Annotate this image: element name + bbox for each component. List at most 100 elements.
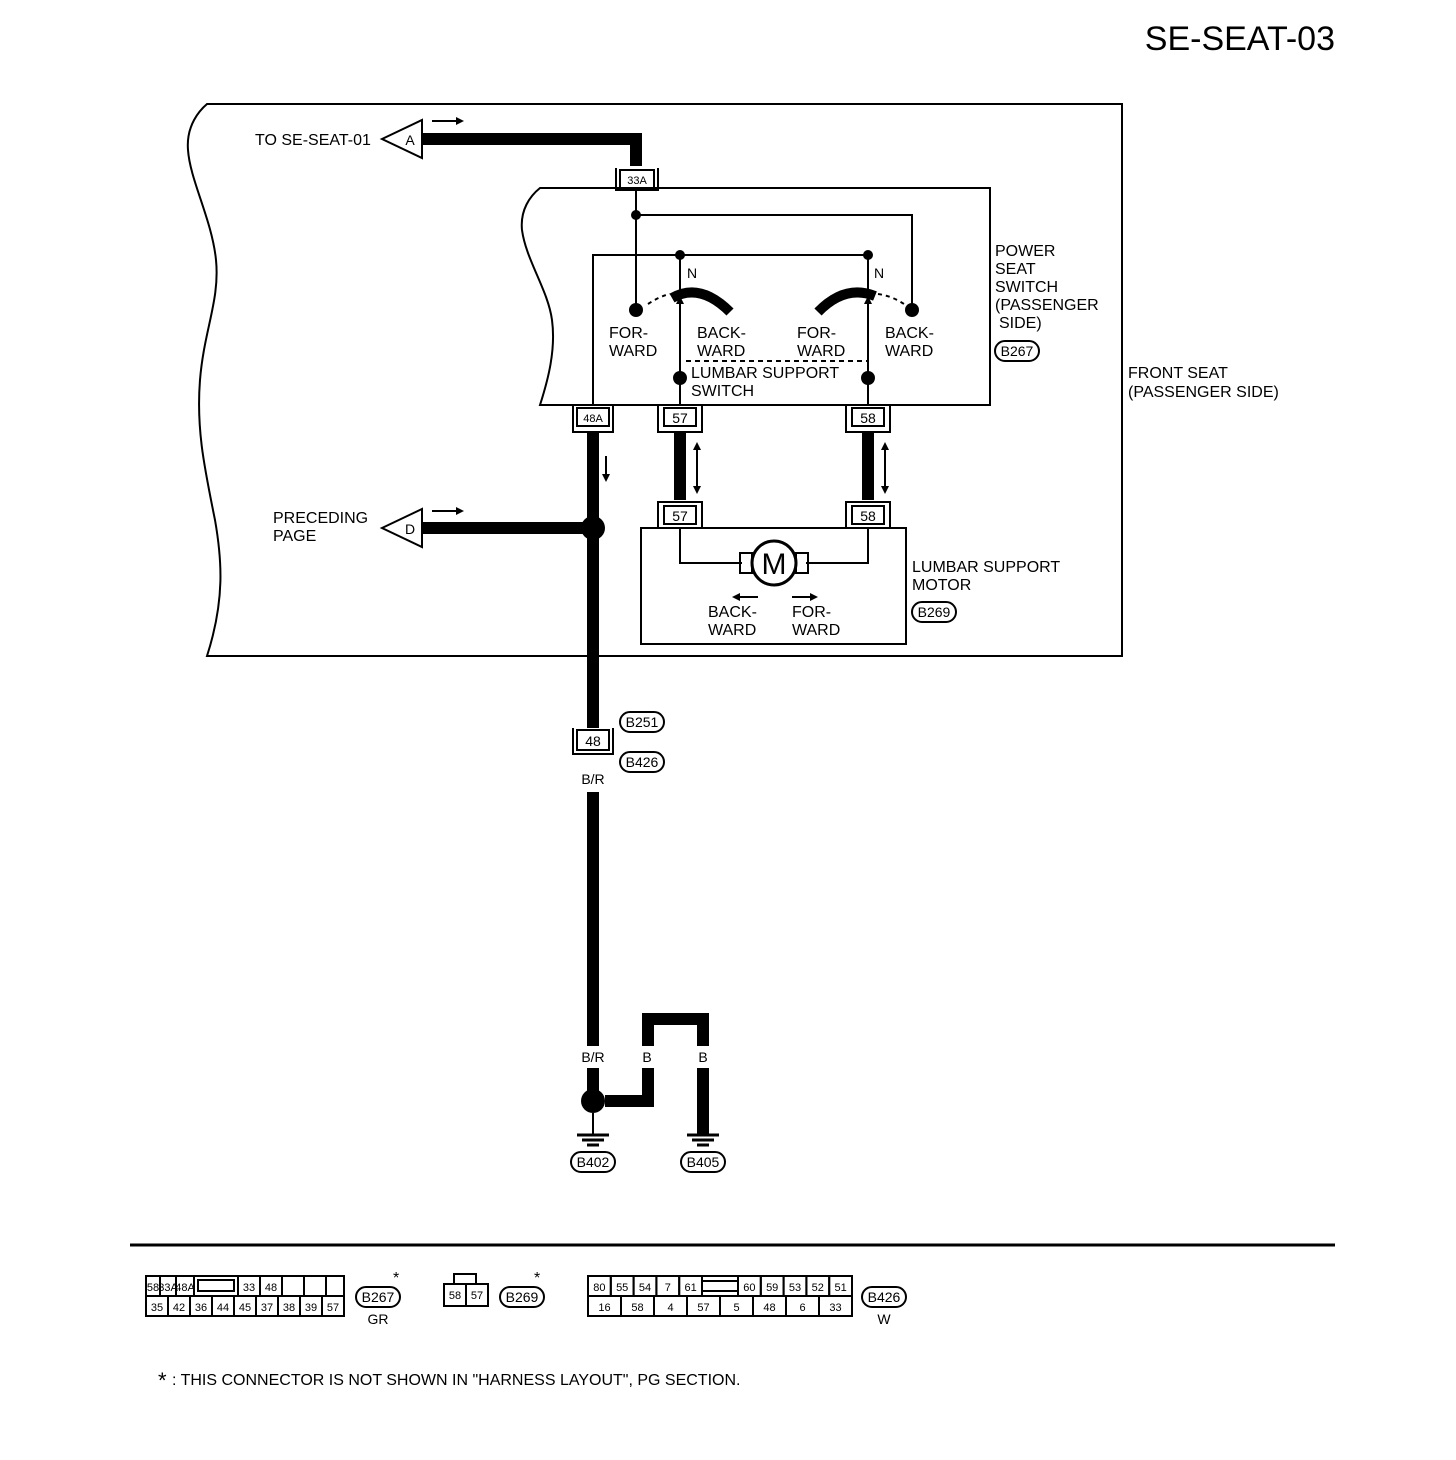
- b267-pin-bottom-0: 35: [151, 1302, 163, 1314]
- offpage-d-symbol: [379, 507, 423, 549]
- b269-pin-58: 58: [449, 1290, 461, 1302]
- to-seat01-label: TO SE-SEAT-01: [255, 132, 371, 149]
- b426-pin-bottom-4: 5: [733, 1302, 739, 1314]
- motor-terminal-57-bracket: [657, 501, 703, 528]
- motor-forward-2: WARD: [792, 622, 840, 639]
- lumbar-switch-label-2: SWITCH: [691, 383, 754, 400]
- switch-connector-badge: [994, 340, 1040, 362]
- b426-pin-bottom-5: 48: [763, 1302, 775, 1314]
- terminal-57-box: [663, 407, 697, 427]
- page-title: SE-SEAT-03: [1145, 20, 1335, 58]
- front-seat-enclosure: [186, 103, 1123, 657]
- terminal-48a-box: [576, 407, 610, 427]
- b269-badge: [499, 1286, 545, 1308]
- splice-48a: [581, 516, 605, 540]
- terminal-58-label: 58: [860, 410, 876, 426]
- motor-connector-badge: [911, 601, 957, 623]
- wire-color-br-2: B/R: [581, 1049, 604, 1065]
- motor-terminal-58-box: [851, 505, 885, 525]
- terminal-33a-label: 33A: [627, 175, 647, 187]
- neutral-label-left: N: [687, 265, 697, 281]
- ground-b405-badge: [680, 1151, 726, 1173]
- offpage-d-letter: D: [405, 521, 415, 537]
- b267-pin-top-2: 48A: [175, 1282, 195, 1294]
- b267-pin-bottom-2: 36: [195, 1302, 207, 1314]
- sw-forward-left-1: FOR-: [609, 325, 648, 342]
- b267-pin-top-0: 58: [147, 1282, 159, 1294]
- b269-id: B269: [506, 1289, 539, 1305]
- motor-terminal-57-box: [663, 505, 697, 525]
- wire-color-b-2: B: [698, 1049, 707, 1065]
- b426-pin-top-left-0: 80: [593, 1282, 605, 1294]
- b267-pin-top-7-cell: [303, 1275, 327, 1297]
- b269-star: *: [534, 1270, 540, 1287]
- b267-pin-bottom-6: 38: [283, 1302, 295, 1314]
- connector-view-b269: 58 57 B269 *: [443, 1270, 545, 1308]
- b426-pin-bottom-7-cell: [818, 1295, 853, 1317]
- b426-pin-top-left-1: 55: [616, 1282, 628, 1294]
- b267-lock: [197, 1279, 235, 1292]
- b267-pin-top-4: 33: [243, 1282, 255, 1294]
- motor-wire-right: [806, 528, 869, 564]
- terminal-57-label: 57: [672, 410, 688, 426]
- ground-splice: [581, 1089, 605, 1113]
- motor-connector-id: B269: [918, 604, 951, 620]
- contact-forward-left: [629, 303, 643, 317]
- b426-lock: [701, 1280, 739, 1292]
- switch-blade-left: [669, 287, 734, 316]
- inline-b251-id: B251: [626, 714, 659, 730]
- b426-pin-bottom-2: 4: [667, 1302, 673, 1314]
- sw-backward-left-1: BACK-: [697, 325, 746, 342]
- switch-blade-right: [814, 287, 877, 316]
- switch-name-line-1: POWER: [995, 243, 1055, 260]
- motor-backward-2: WARD: [708, 622, 756, 639]
- b267-pin-bottom-8: 57: [327, 1302, 339, 1314]
- front-seat-label-1: FRONT SEAT: [1128, 365, 1228, 382]
- sw-backward-right-2: WARD: [885, 343, 933, 360]
- sw-backward-left-2: WARD: [697, 343, 745, 360]
- power-seat-switch-enclosure: [520, 187, 991, 406]
- switch-name-line-3: SWITCH: [995, 279, 1058, 296]
- front-seat-label-2: (PASSENGER SIDE): [1128, 384, 1279, 401]
- b269-lock: [453, 1273, 477, 1285]
- b426-badge: [861, 1286, 907, 1308]
- motor-terminal-58-label: 58: [860, 508, 876, 524]
- b426-pin-bottom-6: 6: [799, 1302, 805, 1314]
- switch-name-line-4: (PASSENGER: [995, 297, 1099, 314]
- sw-forward-left-2: WARD: [609, 343, 657, 360]
- wire-33a-backward: [636, 214, 913, 310]
- b426-pin-top-right-4: 51: [834, 1282, 846, 1294]
- b426-pin-bottom-0: 16: [598, 1302, 610, 1314]
- switch-name-line-2: SEAT: [995, 261, 1036, 278]
- motor-terminal-57-label: 57: [672, 508, 688, 524]
- terminal-48a-label: 48A: [583, 413, 603, 425]
- terminal-48-label: 48: [585, 733, 601, 749]
- inline-b426-id: B426: [626, 754, 659, 770]
- b426-id: B426: [868, 1289, 901, 1305]
- terminal-33a-box: [619, 169, 655, 189]
- offpage-a-symbol: [379, 118, 423, 160]
- b267-badge: [355, 1286, 401, 1308]
- b426-pin-top-left-3: 7: [665, 1282, 671, 1294]
- switch-connector-id: B267: [1001, 343, 1034, 359]
- b426-pin-top-left-4: 61: [684, 1282, 696, 1294]
- motor-terminal-58-bracket: [845, 501, 891, 528]
- inline-b251-badge: [619, 711, 665, 733]
- b267-pin-bottom-7: 39: [305, 1302, 317, 1314]
- b267-pin-bottom-1: 42: [173, 1302, 185, 1314]
- b426-pin-top-left-2: 54: [639, 1282, 651, 1294]
- b267-pin-bottom-8-cell: [321, 1295, 345, 1317]
- terminal-48-box: [576, 729, 610, 751]
- motor-forward-1: FOR-: [792, 604, 831, 621]
- b267-pin-bottom-4: 45: [239, 1302, 251, 1314]
- b267-pin-bottom-3: 44: [217, 1302, 229, 1314]
- b269-pin-57: 57: [471, 1290, 483, 1302]
- motor-name-2: MOTOR: [912, 577, 971, 594]
- motor-symbol: [750, 539, 798, 587]
- neutral-label-right: N: [874, 265, 884, 281]
- b426-pin-top-right-0: 60: [743, 1282, 755, 1294]
- sw-forward-right-2: WARD: [797, 343, 845, 360]
- terminal-48-bracket: [572, 728, 614, 755]
- ground-b402-id: B402: [577, 1154, 610, 1170]
